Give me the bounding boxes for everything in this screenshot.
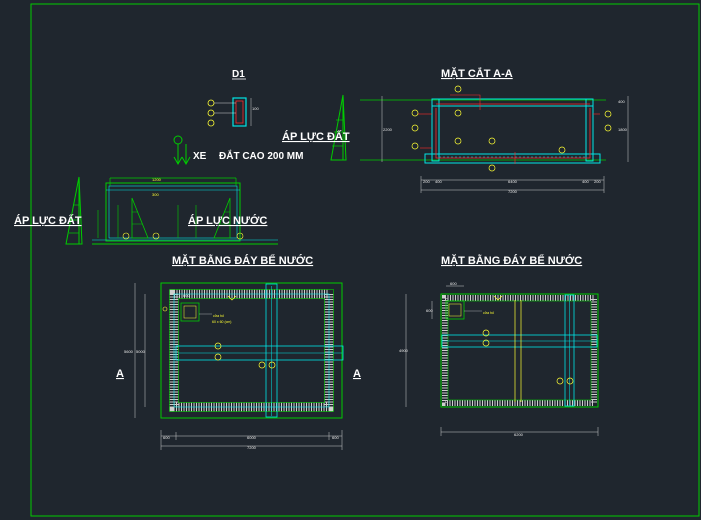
- plan-left-mid: 6000: [247, 435, 257, 440]
- plan-left: MẶT BẰNG ĐÁY BỂ NƯỚC cửa hố 60 x 60 (cm)…: [116, 254, 361, 450]
- plan-right-hole-h: 600: [426, 308, 433, 313]
- d1-label: D1: [232, 69, 245, 80]
- plan-right-total: 6200: [514, 432, 524, 437]
- truck-load: XE ĐẮT CAO 200 MM: [173, 135, 303, 166]
- cut-a-right: A: [353, 368, 361, 380]
- plan-left-hole: 600: [183, 293, 190, 298]
- plan-left-title: MẶT BẰNG ĐÁY BỂ NƯỚC: [172, 254, 313, 267]
- svg-text:300: 300: [152, 192, 159, 197]
- soil-pressure-left-label: ÁP LỰC ĐẤT: [14, 214, 82, 227]
- hole-note-right: cửa hố: [483, 311, 494, 315]
- section-side-r: 200: [594, 179, 601, 184]
- soil-pressure-top-label: ÁP LỰC ĐẤT: [282, 130, 350, 143]
- soil-pressure-top: ÁP LỰC ĐẤT: [282, 94, 350, 161]
- plan-right: MẶT BẰNG ĐÁY BỂ NƯỚC cửa hố 4900 600 600…: [399, 254, 599, 437]
- soil-height-label: ĐẮT CAO 200 MM: [219, 149, 303, 162]
- pressure-section: ÁP LỰC ĐẤT 1200 300 ÁP LỰC NƯỚC: [14, 176, 278, 245]
- d1-detail: D1 100: [207, 69, 259, 127]
- section-mid: 6400: [508, 179, 518, 184]
- section-h-left: 2200: [383, 127, 393, 132]
- plan-right-h: 4900: [399, 348, 409, 353]
- section-aa-title: MẶT CẮT A-A: [441, 67, 513, 80]
- section-side-l: 200: [423, 179, 430, 184]
- plan-left-side-r: 600: [332, 435, 339, 440]
- plan-left-h-outer: 5600: [124, 349, 134, 354]
- truck-label: XE: [193, 151, 207, 162]
- section-h-right: 1800: [618, 127, 628, 132]
- plan-right-hole: 600: [450, 281, 457, 286]
- svg-text:1200: 1200: [152, 177, 162, 182]
- hole-note-left-2: 60 x 60 (cm): [212, 320, 231, 324]
- section-h-top: 400: [618, 99, 625, 104]
- water-pressure-label: ÁP LỰC NƯỚC: [188, 214, 267, 227]
- plan-left-h-inner: 5000: [136, 349, 146, 354]
- section-a-a: MẶT CẮT A-A 2200 1800: [360, 67, 629, 194]
- section-side-l2: 400: [435, 179, 442, 184]
- hole-note-left-1: cửa hố: [213, 314, 224, 318]
- plan-right-title: MẶT BẰNG ĐÁY BỂ NƯỚC: [441, 254, 582, 267]
- d1-dim: 100: [252, 106, 259, 111]
- plan-left-total: 7200: [247, 445, 257, 450]
- plan-left-side-l: 600: [163, 435, 170, 440]
- drawing-frame: [30, 3, 700, 517]
- section-side-r2: 400: [582, 179, 589, 184]
- section-total: 7200: [508, 189, 518, 194]
- cut-a-left: A: [116, 368, 124, 380]
